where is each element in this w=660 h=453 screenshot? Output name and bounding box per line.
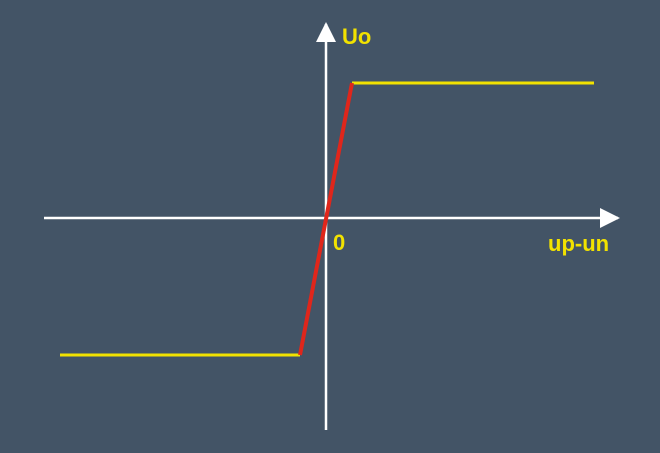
linear-region-line: [298, 82, 354, 356]
y-axis-label: Uo: [342, 24, 371, 49]
x-axis-label: up-un: [548, 231, 609, 256]
origin-label: 0: [333, 230, 345, 255]
